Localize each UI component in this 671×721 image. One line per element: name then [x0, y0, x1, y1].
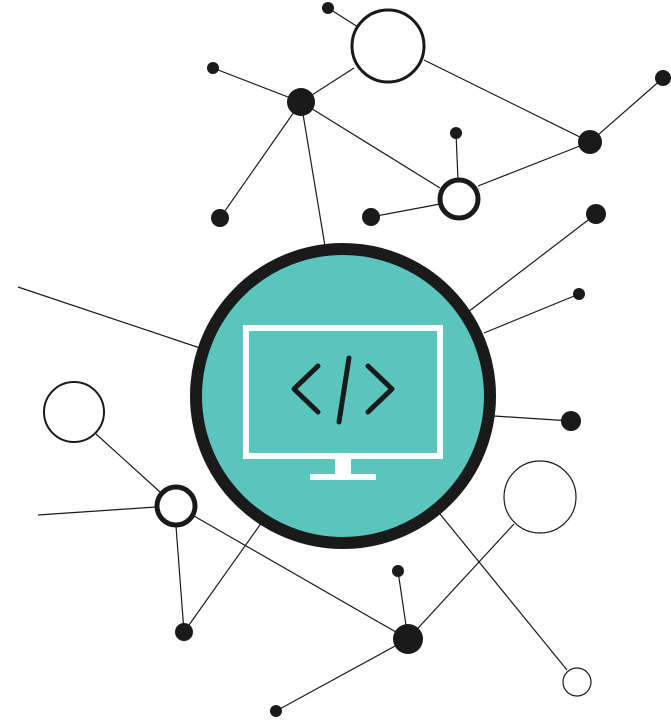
filled-node: [211, 209, 229, 227]
edge: [37, 506, 157, 516]
edge: [477, 141, 591, 187]
edge: [483, 293, 580, 334]
hollow-node-medium: [154, 484, 198, 528]
filled-node: [450, 127, 462, 139]
edge: [467, 213, 597, 313]
filled-node: [362, 208, 380, 226]
edge: [439, 513, 568, 671]
hollow-node-small: [562, 667, 592, 697]
hollow-node-medium: [437, 177, 481, 221]
hollow-node-large: [503, 460, 577, 534]
edge: [300, 101, 326, 247]
edge: [370, 203, 441, 218]
hollow-nodes: [43, 8, 592, 697]
edge: [493, 415, 572, 422]
filled-node: [655, 70, 671, 86]
filled-node: [573, 288, 585, 300]
filled-node: [578, 130, 602, 154]
edge: [219, 101, 302, 219]
filled-node: [393, 624, 423, 654]
hollow-node-large: [43, 381, 105, 443]
edge: [193, 515, 409, 640]
code-slash-icon: [336, 355, 352, 425]
edge: [407, 523, 515, 640]
filled-node: [175, 623, 193, 641]
filled-node: [287, 88, 315, 116]
edge: [455, 132, 459, 181]
central-hub: [190, 243, 496, 549]
filled-node: [586, 204, 606, 224]
edge: [300, 101, 441, 189]
code-bracket-left-icon: [291, 363, 321, 415]
edge: [275, 638, 409, 712]
filled-node: [270, 705, 282, 717]
hollow-node-large: [350, 8, 426, 84]
edge: [212, 67, 302, 103]
code-monitor-icon: [243, 325, 443, 480]
monitor-screen: [243, 325, 443, 459]
filled-node: [561, 411, 581, 431]
edge: [423, 59, 591, 143]
edge: [95, 433, 161, 493]
edge: [183, 521, 263, 633]
edge: [17, 286, 201, 349]
code-bracket-right-icon: [365, 363, 395, 415]
edge: [175, 525, 185, 633]
filled-nodes: [175, 2, 671, 717]
filled-node: [392, 565, 404, 577]
edge: [589, 77, 664, 143]
filled-node: [322, 2, 334, 14]
filled-node: [207, 62, 219, 74]
connections: [17, 7, 664, 712]
